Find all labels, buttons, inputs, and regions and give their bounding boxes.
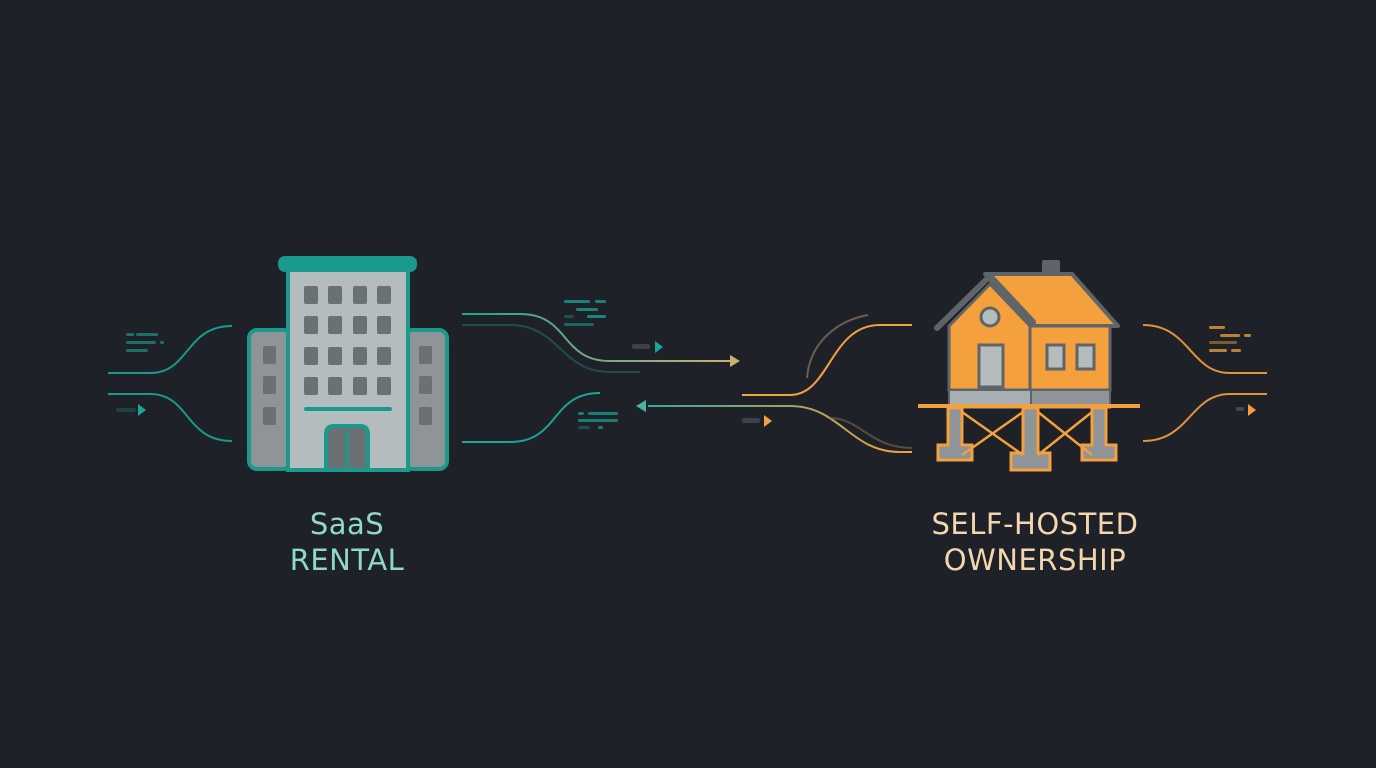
left-connector-lines xyxy=(50,325,235,442)
data-dashes-icon xyxy=(564,300,606,326)
arrow-right-icon xyxy=(632,341,663,353)
self-hosted-title: SELF-HOSTED xyxy=(931,507,1139,541)
right-connector-lines xyxy=(1142,324,1325,442)
arrow-right-icon xyxy=(742,415,772,427)
arrow-left-icon xyxy=(636,400,646,412)
data-dashes-icon xyxy=(126,333,164,352)
arrow-right-icon xyxy=(1236,404,1256,416)
saas-rental-label: SaaS RENTAL xyxy=(247,506,447,578)
center-connector-lines xyxy=(462,300,915,453)
data-dashes-icon xyxy=(1209,326,1251,352)
self-hosted-ownership-label: SELF-HOSTED OWNERSHIP xyxy=(875,506,1195,578)
rental-title: RENTAL xyxy=(289,543,405,577)
ownership-title: OWNERSHIP xyxy=(943,543,1127,577)
house-on-stilts-icon xyxy=(918,260,1140,472)
arrow-right-icon xyxy=(116,404,146,416)
office-building-icon xyxy=(247,256,449,472)
arrow-right-icon xyxy=(730,355,740,367)
saas-title: SaaS xyxy=(309,507,385,541)
data-dashes-icon xyxy=(578,412,618,429)
